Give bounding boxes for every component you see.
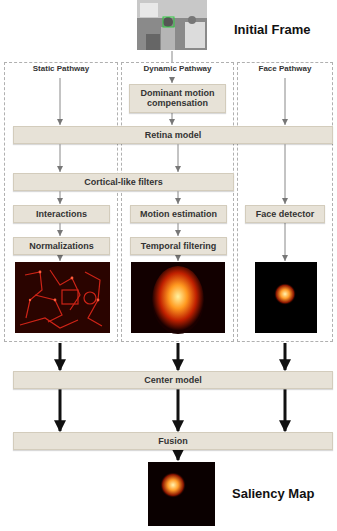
box-label: Motion estimation: [133, 209, 224, 219]
box-label: Retina model: [16, 130, 330, 140]
flow-arrow: [285, 144, 286, 204]
final-saliency-map: [148, 462, 215, 526]
flow-arrow: [60, 144, 61, 172]
process-band: Retina model: [13, 126, 333, 144]
box-label: Cortical-like filters: [16, 177, 231, 187]
box-label: Temporal filtering: [133, 241, 224, 251]
box-label: Center model: [16, 375, 330, 385]
pathway-panel: Face PathwayFace detector: [237, 62, 333, 342]
process-box: Interactions: [13, 205, 110, 223]
process-box: Face detector: [245, 205, 325, 223]
process-band: Fusion: [13, 432, 333, 450]
flow-arrow: [178, 144, 179, 172]
process-box: Dominant motion compensation: [129, 84, 226, 113]
flow-arrow: [178, 223, 179, 236]
box-label: Fusion: [16, 436, 330, 446]
thick-arrow: [284, 389, 287, 431]
box-label: Face detector: [248, 209, 322, 219]
box-label: Dominant motion compensation: [132, 88, 223, 109]
image-caption: Initial Frame: [234, 22, 311, 37]
panel-heading: Dynamic Pathway: [122, 63, 233, 74]
process-box: Temporal filtering: [130, 237, 227, 255]
panel-heading: Static Pathway: [5, 63, 117, 74]
process-band: Cortical-like filters: [13, 173, 234, 191]
pathway-panel: Static PathwayInteractionsNormalizations: [4, 62, 118, 342]
thick-arrow: [284, 343, 287, 370]
thick-arrow: [177, 389, 180, 431]
panel-heading: Face Pathway: [238, 63, 332, 74]
box-label: Interactions: [16, 209, 107, 219]
process-box: Normalizations: [13, 237, 110, 255]
box-label: Normalizations: [16, 241, 107, 251]
process-box: Motion estimation: [130, 205, 227, 223]
flow-arrow: [60, 191, 61, 204]
static-saliency-map: [15, 262, 110, 333]
thick-arrow: [59, 389, 62, 431]
thick-arrow: [177, 343, 180, 370]
face-saliency-map: [255, 262, 317, 333]
flow-arrow: [60, 223, 61, 236]
image-caption: Saliency Map: [232, 486, 314, 501]
flow-arrow: [178, 191, 179, 204]
process-band: Center model: [13, 371, 333, 389]
dynamic-saliency-map: [131, 262, 225, 334]
thick-arrow: [59, 343, 62, 370]
pathway-panel: Dynamic PathwayDominant motion compensat…: [121, 62, 234, 342]
flow-arrow: [172, 113, 173, 125]
initial-frame-photo: [137, 0, 207, 50]
